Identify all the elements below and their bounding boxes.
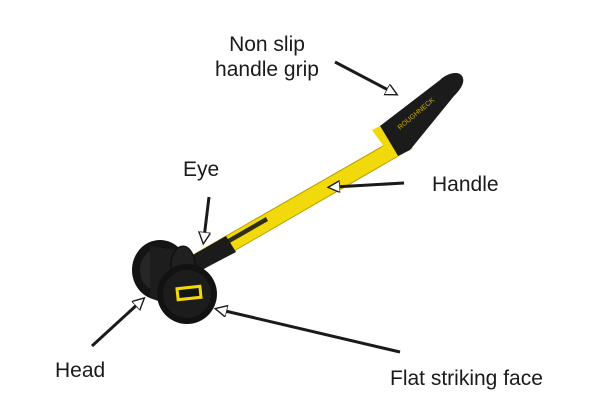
arrow-face [221,310,400,352]
label-eye: Eye [183,157,219,182]
label-non-slip-grip-line1: Non slip [202,32,332,57]
handle-grip [380,73,463,156]
label-flat-striking-face: Flat striking face [390,366,543,391]
arrow-head [92,302,140,346]
label-head: Head [55,358,105,383]
arrow-grip [335,62,392,92]
label-non-slip-grip: Non slip handle grip [202,32,332,82]
arrow-eye [204,197,209,238]
sledgehammer-icon: ROUGHNECK [132,73,463,324]
label-non-slip-grip-line2: handle grip [202,57,332,82]
label-handle: Handle [432,172,499,197]
